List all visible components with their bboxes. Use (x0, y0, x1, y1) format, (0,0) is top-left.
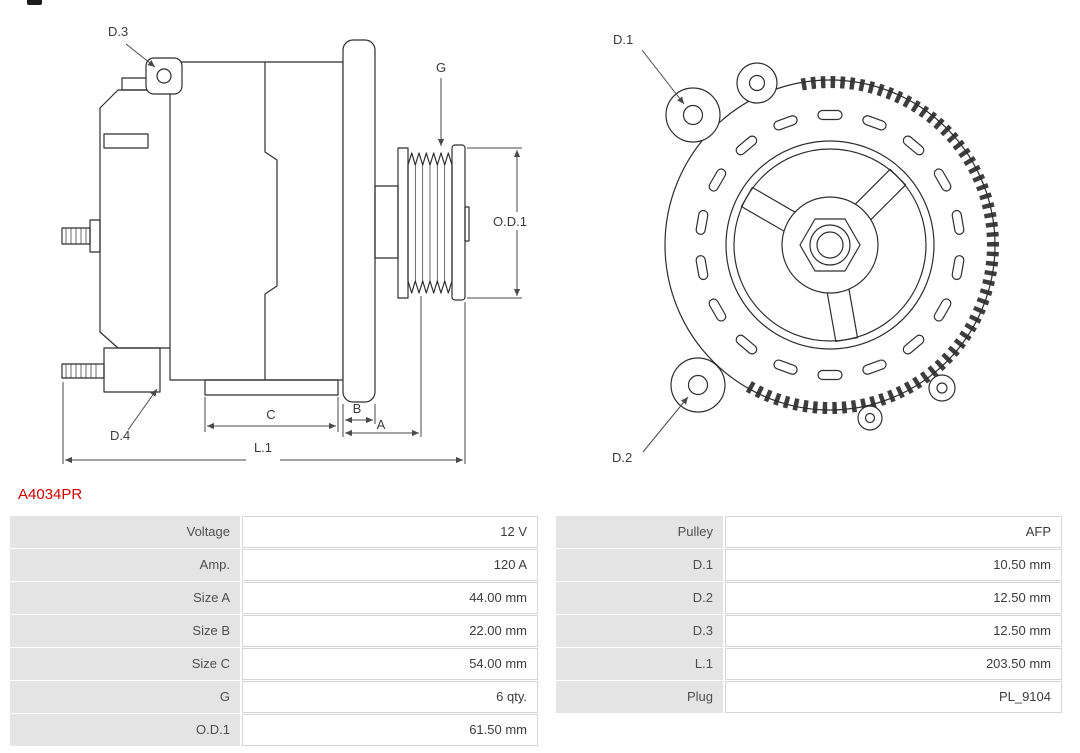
part-number-link[interactable]: A4034PR (18, 486, 83, 503)
spec-label: Amp. (10, 549, 240, 581)
spec-label: L.1 (556, 648, 723, 680)
dim-label-g: G (436, 60, 446, 75)
spec-value: 6 qty. (242, 681, 538, 713)
spec-table-left: Voltage 12 V Amp. 120 A Size A 44.00 mm … (10, 516, 538, 746)
spec-label: G (10, 681, 240, 713)
dim-label-a: A (377, 417, 386, 432)
vent-slots (695, 109, 965, 381)
front-view (664, 62, 999, 431)
table-row: G 6 qty. (10, 681, 538, 713)
side-view (61, 39, 470, 403)
spec-table-right: Pulley AFP D.1 10.50 mm D.2 12.50 mm D.3… (556, 516, 1062, 746)
side-view-dimensions: G O.D.1 D.3 D.4 C B A L.1 (62, 24, 534, 464)
spec-value: 54.00 mm (242, 648, 538, 680)
table-row: Amp. 120 A (10, 549, 538, 581)
spec-value: 120 A (242, 549, 538, 581)
spec-label: D.3 (556, 615, 723, 647)
table-row: D.1 10.50 mm (556, 549, 1062, 581)
logo-fragment (27, 0, 42, 5)
technical-diagram: G O.D.1 D.3 D.4 C B A L.1 (61, 24, 999, 465)
spec-label: Size B (10, 615, 240, 647)
table-row: L.1 203.50 mm (556, 648, 1062, 680)
shaft-nut (799, 218, 861, 272)
dim-label-b: B (353, 401, 362, 416)
spec-value: PL_9104 (725, 681, 1062, 713)
spec-value: 61.50 mm (242, 714, 538, 746)
spec-value: 10.50 mm (725, 549, 1062, 581)
table-row: Pulley AFP (556, 516, 1062, 548)
dim-label-d1: D.1 (613, 32, 633, 47)
spec-label: Plug (556, 681, 723, 713)
spec-value: 12.50 mm (725, 615, 1062, 647)
spec-value: 12.50 mm (725, 582, 1062, 614)
spec-value: 44.00 mm (242, 582, 538, 614)
table-row: Size B 22.00 mm (10, 615, 538, 647)
dim-label-d2: D.2 (612, 450, 632, 465)
spec-label: Pulley (556, 516, 723, 548)
table-row: D.3 12.50 mm (556, 615, 1062, 647)
spec-value: AFP (725, 516, 1062, 548)
front-view-dimensions: D.1 D.2 (612, 32, 689, 465)
alternator-drawing: G O.D.1 D.3 D.4 C B A L.1 (61, 24, 999, 465)
table-row: D.2 12.50 mm (556, 582, 1062, 614)
spec-label: Voltage (10, 516, 240, 548)
table-row: Voltage 12 V (10, 516, 538, 548)
dim-label-d4: D.4 (110, 428, 130, 443)
spec-label: Size A (10, 582, 240, 614)
spec-table: Voltage 12 V Amp. 120 A Size A 44.00 mm … (10, 516, 1062, 746)
table-row: O.D.1 61.50 mm (10, 714, 538, 746)
spec-value: 203.50 mm (725, 648, 1062, 680)
spec-value: 22.00 mm (242, 615, 538, 647)
dim-label-od1: O.D.1 (493, 214, 527, 229)
table-row: Size A 44.00 mm (10, 582, 538, 614)
dim-label-l1: L.1 (254, 440, 272, 455)
spec-label: D.2 (556, 582, 723, 614)
dim-label-d3: D.3 (108, 24, 128, 39)
dim-label-c: C (266, 407, 275, 422)
spec-value: 12 V (242, 516, 538, 548)
spec-label: D.1 (556, 549, 723, 581)
spec-label: Size C (10, 648, 240, 680)
table-row-empty (556, 714, 1062, 746)
spec-label: O.D.1 (10, 714, 240, 746)
table-row: Plug PL_9104 (556, 681, 1062, 713)
table-row: Size C 54.00 mm (10, 648, 538, 680)
